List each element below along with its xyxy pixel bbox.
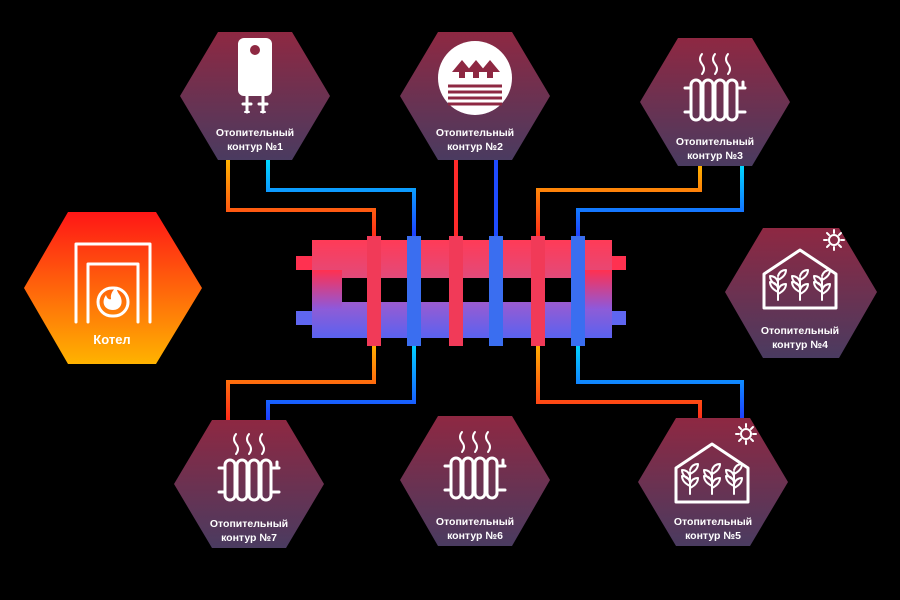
circuit-node-6[interactable]: Отопительный контур №6 — [400, 416, 550, 546]
manifold — [296, 236, 626, 346]
boiler-flame-icon — [74, 242, 152, 324]
boiler-node[interactable]: Котел — [24, 212, 202, 364]
circuit-7-label-line2: контур №7 — [221, 532, 277, 544]
circuit-node-5[interactable]: Отопительный контур №5 — [638, 418, 788, 546]
circuit-4-label-line2: контур №4 — [772, 339, 828, 351]
circuit-1-supply-pipe — [226, 160, 376, 238]
circuit-7-return-pipe — [266, 342, 416, 420]
circuit-1-return-pipe — [266, 160, 416, 238]
circuit-2-label-line2: контур №2 — [447, 141, 503, 153]
manifold-bypass-right — [582, 270, 612, 310]
circuit-node-2[interactable]: Отопительный контур №2 — [400, 32, 550, 160]
circuit-node-7[interactable]: Отопительный контур №7 — [174, 420, 324, 548]
circuit-node-3[interactable]: Отопительный контур №3 — [640, 38, 790, 166]
pipes — [180, 160, 745, 420]
circuit-2-label-line1: Отопительный — [436, 127, 514, 139]
circuit-7-supply-pipe — [226, 342, 376, 420]
circuit-3-label-line2: контур №3 — [687, 150, 743, 162]
manifold-outlets — [367, 236, 585, 346]
circuit-5-label-line2: контур №5 — [685, 530, 741, 542]
circuit-1-label-line1: Отопительный — [216, 127, 294, 139]
boiler-label: Котел — [93, 332, 130, 347]
underfloor-heating-icon — [438, 41, 512, 115]
manifold-bypass — [312, 270, 342, 310]
circuit-7-label-line1: Отопительный — [210, 518, 288, 530]
circuit-3-return-pipe — [576, 165, 744, 238]
circuit-3-supply-pipe — [536, 165, 702, 238]
circuit-6-label-line1: Отопительный — [436, 516, 514, 528]
circuit-3-label-line1: Отопительный — [676, 136, 754, 148]
water-heater-icon — [238, 38, 272, 114]
circuit-5-return-pipe — [576, 342, 744, 420]
circuit-4-label-line1: Отопительный — [761, 325, 839, 337]
circuit-5-supply-pipe — [536, 342, 702, 420]
circuit-node-4[interactable]: Отопительный контур №4 — [725, 228, 877, 358]
circuit-5-label-line1: Отопительный — [674, 516, 752, 528]
circuit-node-1[interactable]: Отопительный контур №1 — [180, 32, 330, 160]
circuit-6-label-line2: контур №6 — [447, 530, 503, 542]
circuit-1-label-line2: контур №1 — [227, 141, 283, 153]
